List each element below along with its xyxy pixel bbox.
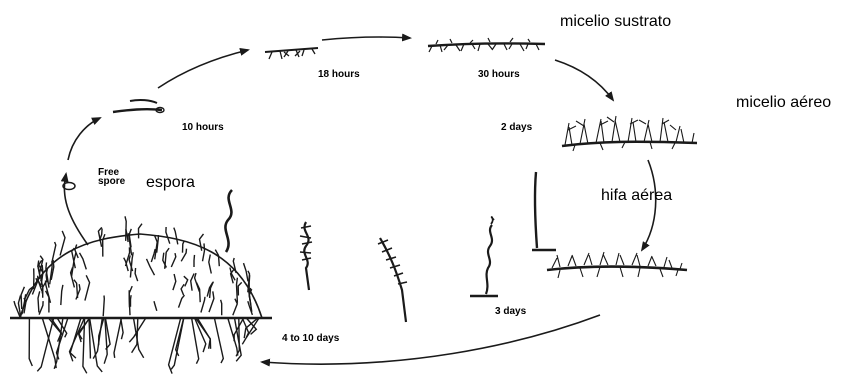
sporulating-hypha-3 [378,238,407,322]
hyphae-30h [428,38,545,52]
micelio-sustrato-label: micelio sustrato [560,14,671,30]
cycle-arrow-30h-to-2d [555,60,613,100]
aerial-hypha-2d [532,172,556,250]
free-spore-label: Free spore [98,168,132,186]
sporulating-hypha-2 [300,222,312,290]
cycle-arrow-left-up [68,118,100,160]
cycle-arrow-18h-to-30h [322,37,410,40]
label-30-hours: 30 hours [478,70,520,80]
label-4-to-10-days: 4 to 10 days [282,334,339,344]
label-10-hours: 10 hours [182,123,224,133]
sporulating-hypha-1 [225,190,232,252]
cycle-arrow-2d-to-3d [642,160,656,250]
germ-tube-10h [113,100,164,113]
aerial-mycelium-2d [562,116,697,151]
hyphae-18h [265,48,318,59]
label-18-hours: 18 hours [318,70,360,80]
mycelium-3d [547,252,687,278]
espora-label: espora [146,175,195,191]
mature-colony [10,216,272,373]
micelio-aereo-label: micelio aéreo [736,95,831,111]
spore-chain-3d [470,217,498,296]
hifa-aerea-label: hifa aérea [601,188,672,204]
cycle-arrow-spore-to-germ [64,174,88,245]
label-3-days: 3 days [495,307,526,317]
label-2-days: 2 days [501,123,532,133]
cycle-arrow-10h-to-18h [158,50,248,88]
